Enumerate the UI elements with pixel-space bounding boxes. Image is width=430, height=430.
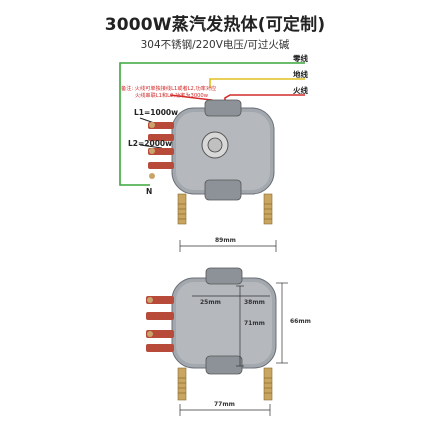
page-title: 3000W蒸汽发热体(可定制) bbox=[104, 15, 326, 35]
note-line-2: 火线串联L1和L2,功率为3000w bbox=[135, 93, 208, 99]
wiring-note: 备注: 火线可单独接线L1或者L2,功率对应 火线串联L1和L2,功率为3000… bbox=[121, 86, 271, 100]
dimension-outer-height bbox=[276, 282, 288, 364]
l1-label: L1=1000w bbox=[134, 108, 179, 117]
note-line-1: 火线可单独接线L1或者L2,功率对应 bbox=[134, 86, 217, 92]
inner-height-label: 71mm bbox=[244, 320, 265, 327]
ground-wire bbox=[209, 78, 305, 88]
top-width-label: 89mm bbox=[215, 237, 236, 244]
page-subtitle: 304不锈钢/220V电压/可过火碱 bbox=[140, 39, 290, 51]
dimension-top-width bbox=[179, 240, 277, 252]
dimension-bottom-width bbox=[179, 404, 271, 416]
inner-mid-label: 38mm bbox=[244, 299, 265, 306]
outer-height-label: 66mm bbox=[290, 318, 311, 325]
live-wire-label: 火线 bbox=[293, 86, 308, 95]
neutral-wire bbox=[119, 62, 305, 186]
heater-bottom bbox=[146, 267, 277, 401]
note-prefix: 备注: bbox=[121, 86, 134, 92]
l2-label: L2=2000w bbox=[128, 139, 173, 148]
inner-left-label: 25mm bbox=[200, 299, 221, 306]
bottom-width-label: 77mm bbox=[214, 401, 235, 408]
neutral-wire-label: 零线 bbox=[293, 54, 308, 63]
n-label: N bbox=[146, 187, 153, 196]
ground-wire-label: 地线 bbox=[293, 70, 308, 79]
heater-top bbox=[148, 99, 275, 225]
